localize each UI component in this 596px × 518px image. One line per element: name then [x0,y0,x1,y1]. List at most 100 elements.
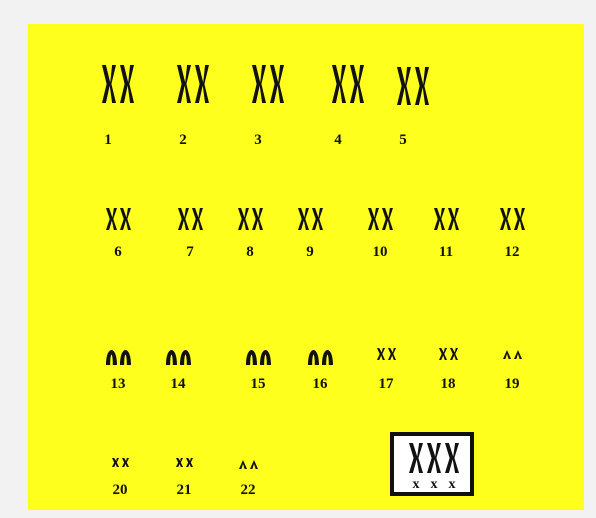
chromosome-17-a [377,348,385,360]
chromosome-pair-17 [373,344,400,364]
chromosome-pair-18-graphic [435,344,462,364]
chromosome-pair-6 [102,204,135,234]
chromosome-pair-5-graphic [393,63,433,109]
chromosome-pair-4 [328,61,368,107]
chromosome-14-b [180,350,191,365]
chromosome-pair-20 [108,454,133,471]
sex-chromosome-x-2 [427,443,441,473]
chromosome-pair-21-graphic [172,454,197,471]
chromosome-13-b [120,350,131,365]
chromosome-label-7: 7 [170,244,210,260]
chromosome-5-b [415,67,429,105]
chromosome-pair-1 [98,61,138,107]
chromosome-pair-12-graphic [496,204,529,234]
chromosome-9-b [312,208,323,230]
chromosome-pair-15-graphic [242,343,275,369]
chromosome-18-b [450,348,458,360]
chromosome-14-a [166,350,177,365]
sex-chromosome-label-1: x [408,477,424,493]
chromosome-20-b [122,458,129,467]
chromosome-label-10: 10 [360,244,400,260]
chromosome-2-a [177,65,191,103]
chromosome-pair-7-graphic [174,204,207,234]
chromosome-pair-14-graphic [162,343,195,369]
chromosome-pair-1-graphic [98,61,138,107]
chromosome-label-22: 22 [228,482,268,498]
chromosome-11-a [434,208,445,230]
chromosome-pair-13-graphic [102,343,135,369]
chromosome-label-14: 14 [158,376,198,392]
chromosome-label-21: 21 [164,482,204,498]
chromosome-8-b [252,208,263,230]
chromosome-label-2: 2 [163,132,203,148]
chromosome-pair-17-graphic [373,344,400,364]
chromosome-pair-22-graphic [235,456,262,473]
sex-chromosomes-xxx [394,438,470,478]
chromosome-label-8: 8 [230,244,270,260]
chromosome-pair-9-graphic [294,204,327,234]
chromosome-8-a [238,208,249,230]
chromosome-13-a [106,350,117,365]
chromosome-label-4: 4 [318,132,358,148]
chromosome-pair-19-graphic [499,346,526,363]
chromosome-20-a [112,458,119,467]
chromosome-11-b [448,208,459,230]
chromosome-pair-8 [234,204,267,234]
chromosome-19-a [503,350,511,359]
chromosome-label-12: 12 [492,244,532,260]
chromosome-label-9: 9 [290,244,330,260]
sex-chromosome-box: x x x [390,432,474,496]
chromosome-label-11: 11 [426,244,466,260]
chromosome-7-a [178,208,189,230]
chromosome-label-6: 6 [98,244,138,260]
chromosome-pair-5 [393,63,433,109]
chromosome-22-a [239,460,247,469]
chromosome-pair-16-graphic [304,343,337,369]
chromosome-pair-11 [430,204,463,234]
chromosome-label-18: 18 [428,376,468,392]
chromosome-22-b [250,460,258,469]
sex-chromosome-label-3: x [444,477,460,493]
chromosome-pair-15 [242,343,275,369]
chromosome-1-a [102,65,116,103]
chromosome-21-b [186,458,193,467]
chromosome-21-a [176,458,183,467]
chromosome-pair-19 [499,346,526,363]
chromosome-1-b [120,65,134,103]
chromosome-5-a [397,67,411,105]
chromosome-10-a [368,208,379,230]
chromosome-15-b [260,350,271,365]
chromosome-18-a [439,348,447,360]
chromosome-pair-10 [364,204,397,234]
chromosome-3-a [252,65,266,103]
chromosome-label-19: 19 [492,376,532,392]
sex-chromosome-label-2: x [426,477,442,493]
chromosome-6-a [106,208,117,230]
chromosome-17-b [388,348,396,360]
chromosome-label-1: 1 [88,132,128,148]
chromosome-pair-8-graphic [234,204,267,234]
chromosome-label-13: 13 [98,376,138,392]
chromosome-label-3: 3 [238,132,278,148]
chromosome-pair-3-graphic [248,61,288,107]
chromosome-label-16: 16 [300,376,340,392]
chromosome-pair-12 [496,204,529,234]
chromosome-pair-2-graphic [173,61,213,107]
chromosome-pair-14 [162,343,195,369]
sex-chromosome-x-1 [409,443,423,473]
chromosome-12-a [500,208,511,230]
chromosome-pair-10-graphic [364,204,397,234]
chromosome-label-5: 5 [383,132,423,148]
chromosome-pair-9 [294,204,327,234]
chromosome-pair-3 [248,61,288,107]
sex-chromosome-x-3 [445,443,459,473]
chromosome-16-b [322,350,333,365]
chromosome-pair-22 [235,456,262,473]
chromosome-7-b [192,208,203,230]
chromosome-pair-6-graphic [102,204,135,234]
chromosome-2-b [195,65,209,103]
chromosome-3-b [270,65,284,103]
chromosome-15-a [246,350,257,365]
chromosome-19-b [514,350,522,359]
